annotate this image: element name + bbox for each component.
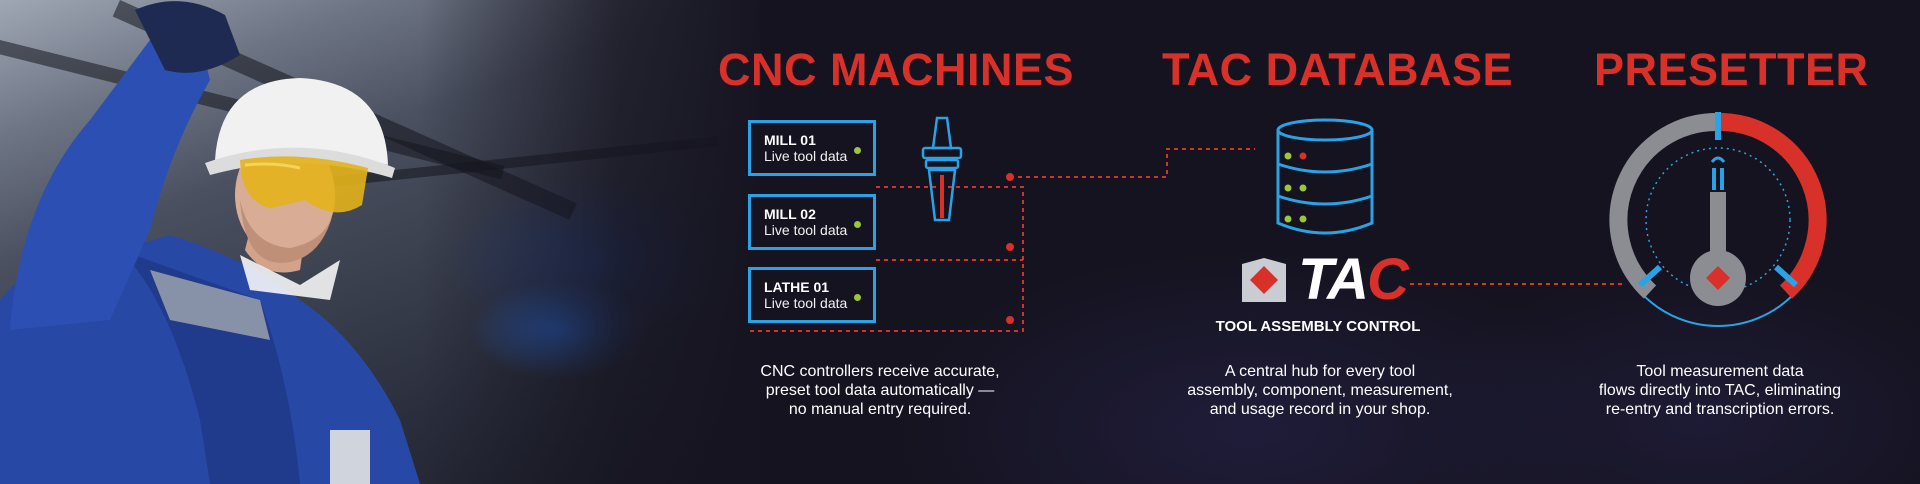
photo-fade-overlay — [420, 0, 780, 484]
connector-node — [1006, 243, 1014, 251]
tac-logo: TAC — [1298, 247, 1409, 312]
connector-lines — [748, 148, 1625, 332]
machine-status: Live tool data — [764, 148, 848, 164]
tac-database-heading: TAC DATABASE — [1162, 44, 1513, 95]
tool-holder-icon — [921, 116, 963, 222]
machine-name: LATHE 01 — [764, 279, 830, 295]
status-dot-icon — [854, 294, 861, 301]
connector-node — [1006, 173, 1014, 181]
tac-logo-accent: C — [1367, 247, 1409, 312]
desc-line: re-entry and transcription errors. — [1605, 401, 1835, 418]
machine-card-lathe-01: LATHE 01 Live tool data — [748, 267, 876, 323]
cnc-machines-heading: CNC MACHINES — [718, 44, 1075, 95]
presetter-description: Tool measurement data flows directly int… — [1560, 362, 1880, 419]
status-dot-icon — [854, 221, 861, 228]
desc-line: and usage record in your shop. — [1209, 401, 1431, 418]
desc-line: flows directly into TAC, eliminating — [1598, 382, 1842, 399]
desc-line: A central hub for every tool — [1224, 363, 1416, 380]
tac-logo-icon — [1242, 258, 1286, 302]
presetter-heading: PRESETTER — [1594, 44, 1869, 95]
machine-card-mill-01: MILL 01 Live tool data — [748, 120, 876, 176]
tac-tagline: TOOL ASSEMBLY CONTROL — [1215, 318, 1421, 335]
machine-status: Live tool data — [764, 295, 848, 311]
machine-name: MILL 01 — [764, 132, 816, 148]
connector-node — [1006, 316, 1014, 324]
desc-line: no manual entry required. — [788, 401, 972, 418]
machine-status: Live tool data — [764, 222, 848, 238]
presetter-gauge-icon — [1609, 112, 1827, 327]
tac-logo-main: TA — [1298, 247, 1369, 312]
desc-line: Tool measurement data — [1636, 363, 1804, 380]
cnc-description: CNC controllers receive accurate, preset… — [700, 362, 1060, 419]
database-icon — [1276, 118, 1374, 235]
status-dot-icon — [854, 147, 861, 154]
desc-line: preset tool data automatically — — [765, 382, 995, 399]
desc-line: CNC controllers receive accurate, — [760, 363, 1000, 380]
tac-description: A central hub for every tool assembly, c… — [1140, 362, 1500, 419]
desc-line: assembly, component, measurement, — [1187, 382, 1453, 399]
machine-card-mill-02: MILL 02 Live tool data — [748, 194, 876, 250]
machine-name: MILL 02 — [764, 206, 816, 222]
